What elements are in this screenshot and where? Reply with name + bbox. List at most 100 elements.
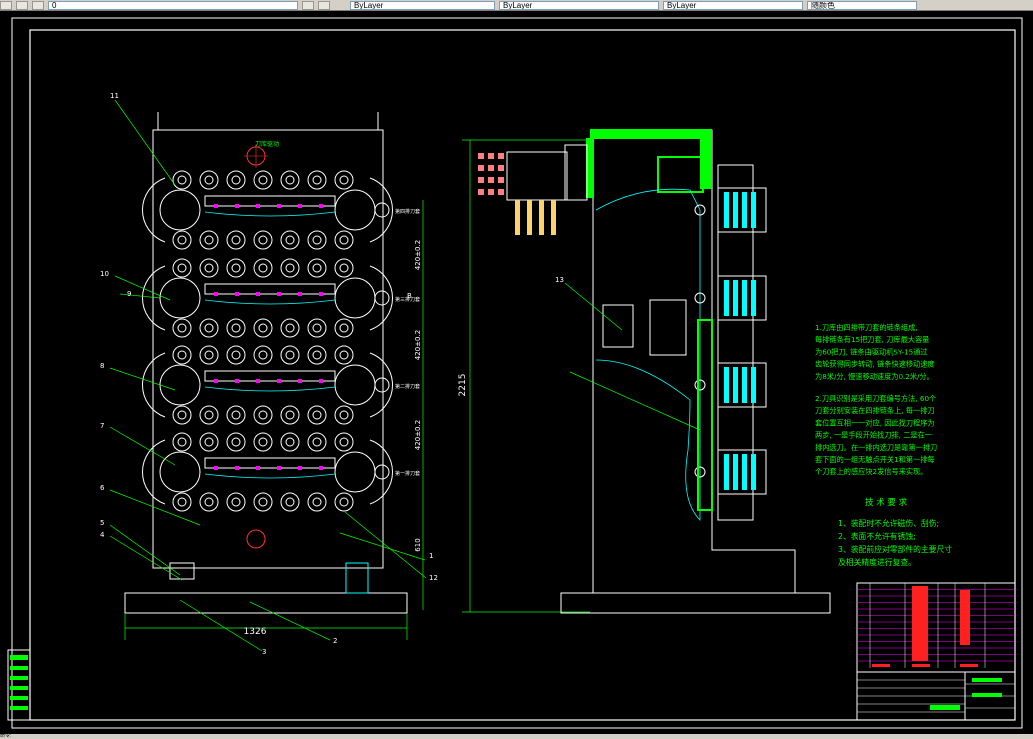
tool-pocket [199, 432, 219, 452]
callout-label: 1 [429, 552, 433, 560]
tool-pocket [172, 230, 192, 250]
tool-pocket [199, 170, 219, 190]
tool-pocket [199, 230, 219, 250]
command-line[interactable]: 命令: [0, 734, 1033, 739]
tool-holder [498, 177, 504, 183]
tool-pocket [307, 432, 327, 452]
tool-pocket [172, 345, 192, 365]
layer-previous-icon[interactable] [318, 0, 330, 10]
tool-pocket [280, 170, 300, 190]
tool-pocket [253, 258, 273, 278]
note-line: 套位置互相一一对应, 因此找刀程序为 [815, 418, 935, 427]
tool-holder [527, 200, 532, 235]
tool-pocket [253, 170, 273, 190]
tool-pocket [172, 432, 192, 452]
dim-texts: 1326 2215 420±0.2 420±0.2 420±0.2 610 B … [244, 140, 468, 637]
note-line: 齿轮获得同步转动, 链条快速移动速度 [815, 360, 935, 369]
tool-pocket [199, 258, 219, 278]
side-roller [694, 449, 767, 495]
tool-holder [515, 200, 520, 235]
tech-title: 技 术 要 求 [865, 497, 908, 508]
tool-pocket [307, 492, 327, 512]
tool-pocket [280, 345, 300, 365]
dim-overall-width: 1326 [244, 627, 267, 637]
tool-pocket [253, 405, 273, 425]
tool-holder [539, 200, 544, 235]
chain-label: 第四排刀套 [395, 208, 420, 215]
chain-row [141, 432, 394, 512]
plotstyle-combo[interactable]: 随颜色 [807, 0, 917, 10]
tech-req-line: 3、装配前应对零部件的主要尺寸 [838, 544, 952, 554]
dimension-lines [124, 139, 590, 640]
chain-row [141, 258, 394, 338]
linetype-combo[interactable]: ByLayer [499, 0, 659, 10]
app-icon[interactable] [0, 0, 12, 10]
note-line: 套下面的一组无触点开关1和第一排每 [815, 455, 935, 464]
tech-req-line: 2、表面不允许有锈蚀; [838, 531, 916, 541]
tool-pocket [307, 345, 327, 365]
tool-holder [478, 189, 484, 195]
tool-pocket [334, 170, 354, 190]
tech-req-line: 1、装配时不允许磁伤、刮伤; [838, 518, 939, 528]
callout-label: 12 [429, 574, 438, 582]
callout-label: 3 [262, 648, 266, 656]
tool-holder [488, 177, 494, 183]
callout-label: 2 [333, 637, 337, 645]
left-stamp-table [7, 649, 31, 721]
top-label: 刀库驱动 [255, 140, 279, 148]
note-line: 两步, 一是手段开始找刀排, 二是在一 [815, 431, 932, 440]
tool-holder [498, 153, 504, 159]
note-line: 为8米/分, 慢速移动速度为0.2米/分。 [815, 372, 934, 381]
tool-pocket [199, 405, 219, 425]
tool-pocket [334, 258, 354, 278]
chain-label: 第一排刀套 [395, 470, 420, 477]
callout-label: 5 [100, 519, 104, 527]
magazine-front-view [124, 112, 408, 614]
tool-holder [488, 165, 494, 171]
chain-row [141, 345, 394, 425]
note-line: 个刀套上的感应块2发信号来实现。 [815, 467, 927, 476]
color-combo[interactable]: ByLayer [350, 0, 495, 10]
tool-holder [498, 189, 504, 195]
chain-label: 第三排刀套 [395, 296, 420, 303]
command-prompt: 命令: [0, 733, 12, 739]
tool-holder [488, 153, 494, 159]
callout-label: 8 [100, 362, 104, 370]
dim-pitch-1: 420±0.2 [414, 240, 422, 270]
callout-label: 4 [100, 531, 105, 539]
tool-holder [478, 153, 484, 159]
tool-pocket [334, 230, 354, 250]
title-block [856, 582, 1016, 721]
layer-manager-icon[interactable] [16, 0, 28, 10]
properties-toolbar: 0 ByLayer ByLayer ByLayer 随颜色 [0, 0, 1033, 11]
tool-pocket [307, 318, 327, 338]
tool-pocket [199, 345, 219, 365]
callout-label: 7 [100, 422, 104, 430]
drawing-border [11, 17, 1023, 729]
lineweight-combo[interactable]: ByLayer [663, 0, 803, 10]
side-roller [694, 187, 767, 233]
tool-pocket [172, 258, 192, 278]
dim-pitch-2: 420±0.2 [414, 330, 422, 360]
note-line: 每排链条有15把刀套, 刀库最大容量 [815, 335, 929, 344]
tool-pocket [334, 405, 354, 425]
note-line: 刀套分别安装在四排链条上, 每一排刀 [815, 406, 935, 415]
callout-leaders [109, 99, 701, 652]
tool-pocket [253, 230, 273, 250]
tool-holder [498, 165, 504, 171]
tool-pocket [307, 170, 327, 190]
side-roller [694, 362, 767, 408]
tool-pocket [226, 230, 246, 250]
tool-pocket [226, 405, 246, 425]
make-current-icon[interactable] [302, 0, 314, 10]
tool-pocket [334, 318, 354, 338]
callout-label: 9 [127, 290, 131, 298]
tech-req-line: 及相关精度进行复查。 [838, 557, 916, 567]
side-roller [694, 275, 767, 321]
layer-combo[interactable]: 0 [48, 0, 298, 10]
tool-pocket [307, 258, 327, 278]
layer-state-icon[interactable] [32, 0, 44, 10]
dim-pitch-3: 420±0.2 [414, 420, 422, 450]
tool-pocket [280, 230, 300, 250]
